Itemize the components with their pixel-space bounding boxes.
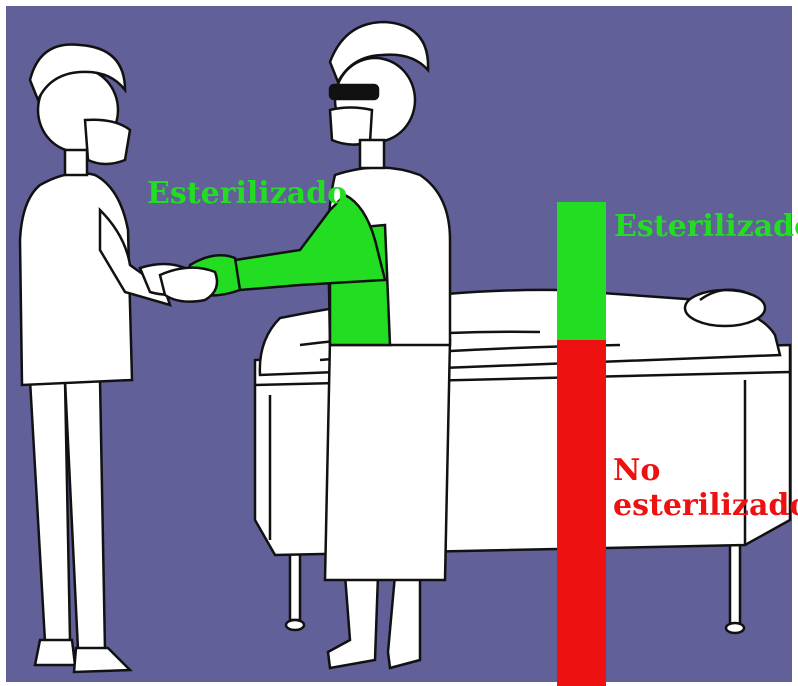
sterile-zone-label: Esterilizado — [614, 209, 798, 244]
non-sterile-label-line2: esterilizado — [613, 488, 798, 523]
non-sterile-zone-bar — [557, 340, 606, 686]
non-sterile-label-line1: No — [613, 453, 660, 488]
sterile-zone-bar — [557, 202, 606, 340]
sterile-arms-label: Esterilizado — [147, 176, 347, 211]
